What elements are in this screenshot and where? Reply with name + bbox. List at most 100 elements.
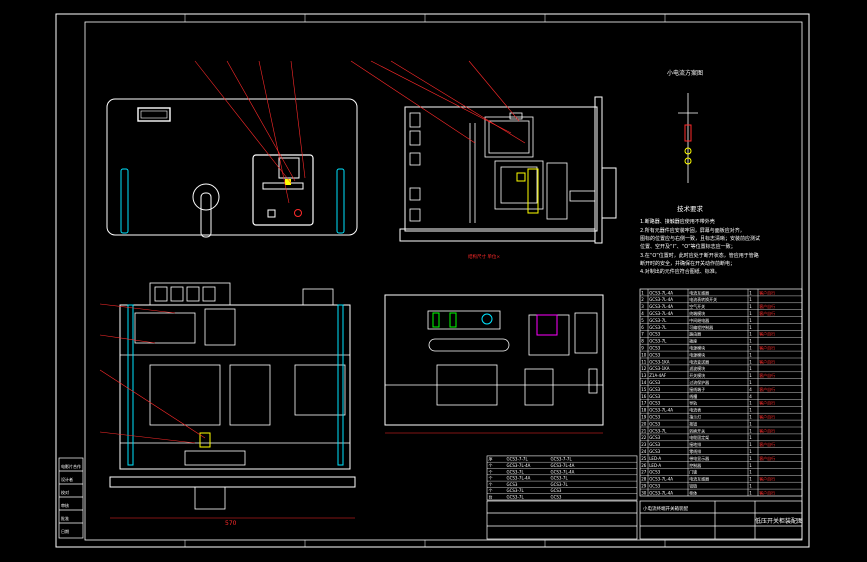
bom-cell: 零线排 <box>689 448 701 454</box>
tech-req-line: 断开时的安全，并确保在开关动作前断电； <box>640 260 735 267</box>
bom-cell: 26 <box>641 463 647 468</box>
bom-cell: 2 <box>641 297 644 302</box>
bom-cell: 电缆固定架 <box>689 434 709 440</box>
bom-cell: 1 <box>749 442 752 447</box>
bom-cell: 1 <box>749 366 752 371</box>
bom-cell: 电流表 <box>689 407 701 413</box>
side-view <box>399 96 617 244</box>
bom-cell: 滤波模块 <box>689 365 705 371</box>
bom-cell: 16 <box>641 394 647 399</box>
bom-cell: 转换开关 <box>689 427 705 433</box>
zone-ticks <box>184 14 666 547</box>
bom-cell: 导轨 <box>689 400 697 406</box>
bom-cell: 21 <box>641 428 647 433</box>
title-block <box>486 500 803 540</box>
bom-small-cell: GCS3 <box>551 488 562 493</box>
bom-small-cell: GCS3-7L <box>551 482 569 487</box>
dimension-note: 结构尺寸 单位× <box>468 253 500 260</box>
bom-cell: GCS3 <box>649 401 660 406</box>
bom-cell: 15 <box>641 387 647 392</box>
bom-small-cell: 个 <box>489 488 493 493</box>
bom-cell: GCS3-7L-4A <box>649 477 673 482</box>
bom-cell: GCS3-7L-4A <box>649 290 673 295</box>
bom-cell: 插座 <box>689 338 697 344</box>
bom-cell: 12 <box>641 366 647 371</box>
bom-cell: 带电显示器 <box>689 455 709 461</box>
bom-small-cell: GCS3-7L-4A <box>507 463 531 468</box>
bom-cell: 1 <box>749 490 752 495</box>
bom-small-cell: GCS3-7L-4A <box>507 476 531 481</box>
bom-cell: 接线端子 <box>689 386 705 392</box>
bom-cell: 1 <box>749 415 752 420</box>
bom-cell: 14 <box>641 380 647 385</box>
bom-cell: 空气开关 <box>689 303 705 309</box>
bom-cell: GCS3 <box>649 346 660 351</box>
bom-cell: 客户自行 <box>759 441 775 447</box>
tech-req-line: 4.对制出的元件应符合图纸、标准。 <box>640 268 720 275</box>
bom-cell: 电流表转换开关 <box>689 296 717 302</box>
bom-cell: GCS3-7L-4A <box>649 304 673 309</box>
bom-cell: 终端模块 <box>689 310 705 316</box>
bom-cell: 10 <box>641 352 647 357</box>
bom-cell: 11 <box>641 359 647 364</box>
bom-small-cell: 个 <box>489 463 493 468</box>
bom-cell: 客户自行 <box>759 489 775 495</box>
bom-cell: 客户自行 <box>759 400 775 406</box>
bom-cell: GCS3 <box>649 352 660 357</box>
interior-view <box>384 294 604 434</box>
bom-cell: 1 <box>749 304 752 309</box>
bom-cell: 客户自行 <box>759 414 775 420</box>
bom-cell: 7 <box>641 332 644 337</box>
title-block-assembly: 小电流终端开关箱装配 <box>643 505 688 512</box>
bom-small-cell: 个 <box>489 482 493 487</box>
bom-cell: LED-A <box>649 456 661 461</box>
bom-cell: 1 <box>749 290 752 295</box>
sheet-border <box>55 13 810 548</box>
bom-cell: 控制器 <box>689 462 701 468</box>
bom-cell: 17 <box>641 401 647 406</box>
bom-cell: 8 <box>641 339 644 344</box>
left-legend-item: 批准 <box>61 515 69 521</box>
bom-cell: 客户自行 <box>759 427 775 433</box>
bom-cell: GCS3 <box>649 415 660 420</box>
bom-cell: 20 <box>641 421 647 426</box>
bom-cell: 1 <box>749 339 752 344</box>
bom-cell: 4 <box>641 311 644 316</box>
bom-small-cell: GCS3 <box>507 482 518 487</box>
left-legend-item: 设计者 <box>61 476 73 482</box>
bom-cell: GCS3 <box>649 380 660 385</box>
bom-cell: 1 <box>749 318 752 323</box>
bom-cell: 线槽 <box>689 393 697 399</box>
bom-cell: 客户自行 <box>759 455 775 461</box>
bom-cell: 电源模块 <box>689 351 705 357</box>
bom-small-cell: 个 <box>489 476 493 481</box>
schematic <box>678 93 698 183</box>
bom-cell: 1 <box>749 470 752 475</box>
bom-cell: 1 <box>749 359 752 364</box>
bom-cell: 客户自行 <box>759 476 775 482</box>
bom-cell: GCS3 <box>649 470 660 475</box>
bom-small-cell: GCS3-7L <box>507 469 525 474</box>
bom-cell: 客户自行 <box>759 345 775 351</box>
bom-cell: 铰链 <box>689 483 697 489</box>
bom-cell: 5 <box>641 318 644 323</box>
sheet-inner-border <box>84 21 803 541</box>
bom-cell: 客户自行 <box>759 289 775 295</box>
bom-cell: 1 <box>749 449 752 454</box>
bom-cell: GCS3-7L <box>649 339 667 344</box>
bom-cell: GCS3-1KA <box>649 359 670 364</box>
bom-cell: GCS3 <box>649 387 660 392</box>
bom-cell: 28 <box>641 477 647 482</box>
bom-cell: 19 <box>641 415 647 420</box>
front-view <box>106 98 358 238</box>
left-legend-item: 校对 <box>61 489 69 495</box>
bom-cell: 30 <box>641 490 647 495</box>
bom-cell: 25 <box>641 456 647 461</box>
bom-cell: 路由器 <box>689 331 701 337</box>
bom-cell: 客户自行 <box>759 372 775 378</box>
bom-cell: GCS3-7L <box>649 318 667 323</box>
bom-cell: GCS3-1KA <box>649 366 670 371</box>
tech-req-line: 图标的位置应与右侧一致，且标志清晰；安装前应测试 <box>640 235 760 242</box>
